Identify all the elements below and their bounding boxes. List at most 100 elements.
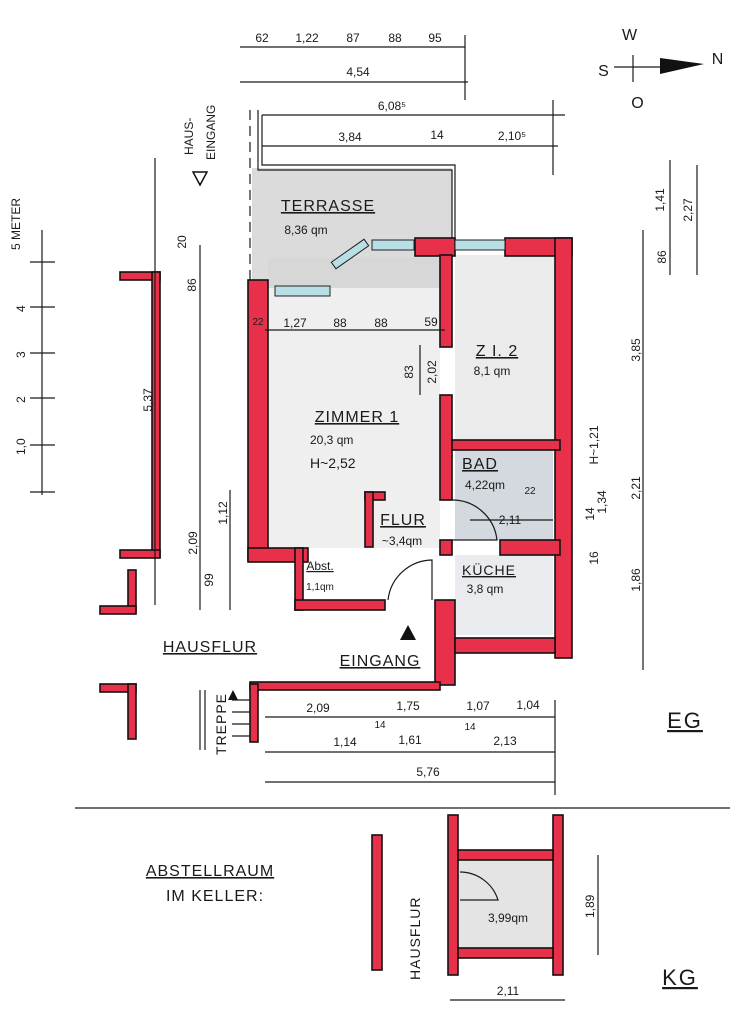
dimension-lines [154, 35, 698, 795]
dim-label: 3,85 [629, 338, 643, 362]
dim-label: 14 [464, 722, 476, 733]
dim-label: 5,76 [416, 765, 440, 779]
window [454, 239, 506, 251]
dim-label: 1,12 [216, 501, 230, 525]
window [371, 239, 415, 251]
dim-label: 16 [587, 551, 601, 565]
dim-label: 1,41 [653, 188, 667, 212]
scale-tick: 2 [14, 396, 28, 403]
zimmer1-floor [268, 258, 440, 548]
room-area-kueche: 3,8 qm [467, 582, 504, 596]
keller-area: 3,99qm [488, 911, 528, 925]
dim-label: 88 [388, 31, 402, 45]
dim-label: 1,61 [398, 733, 422, 747]
dim-label: 88 [374, 316, 388, 330]
walls-eg [99, 237, 573, 743]
room-name-terrasse: TERRASSE [281, 198, 375, 215]
floor-label-kg: KG [662, 965, 698, 990]
kueche-floor [455, 555, 553, 635]
dim-label: 1,34 [595, 490, 609, 514]
room-name-zimmer1: ZIMMER 1 [315, 409, 399, 426]
dim-label: 86 [185, 278, 199, 292]
dimensions: 62 1,22 87 88 95 4,54 6,08⁵ 3,84 14 2,10… [141, 31, 695, 779]
dim-label: 86 [655, 250, 669, 264]
label-eingang: EINGANG [340, 653, 421, 670]
entrance-arrow-icon [191, 171, 209, 187]
label-hausflur: HAUSFLUR [163, 639, 257, 656]
room-area-zimmer2: 8,1 qm [474, 364, 511, 378]
scale-tick: 3 [14, 351, 28, 358]
entrance-triangle-icon [400, 625, 416, 640]
dim-label: 2,09 [306, 701, 330, 715]
dim-label: 99 [202, 573, 216, 587]
house-entrance-label: EINGANG [204, 105, 218, 160]
dim-label: 2,27 [681, 198, 695, 222]
dim-label: 1,04 [516, 698, 540, 712]
dim-label: 2,21 [629, 476, 643, 500]
compass-west: W [622, 27, 638, 44]
compass-south: S [598, 63, 610, 80]
dim-label: 2,09 [186, 531, 200, 555]
compass: W S N O [598, 27, 725, 112]
house-entrance-marker: HAUS- EINGANG [182, 105, 218, 187]
dim-label: 2,11 [499, 513, 522, 527]
keller-height-dim: 1,89 [583, 894, 597, 918]
scale-unit: 5 METER [9, 198, 23, 250]
keller-hausflur: HAUSFLUR [407, 897, 423, 980]
compass-east: O [631, 95, 644, 112]
dim-label: 2,13 [493, 734, 517, 748]
door-entrance [387, 559, 433, 601]
terrace-floor [252, 168, 452, 288]
room-name-bad: BAD [462, 456, 498, 473]
dim-label: 1,86 [629, 568, 643, 592]
room-labels: TERRASSE 8,36 qm ZIMMER 1 20,3 qm H~2,52… [163, 198, 703, 755]
dim-label: 14 [430, 128, 444, 142]
dim-label: 3,84 [338, 130, 362, 144]
keller-subtitle: IM KELLER: [166, 888, 264, 905]
window [274, 285, 331, 297]
room-name-abst: Abst. [306, 559, 333, 573]
floor-label-eg: EG [667, 708, 703, 733]
room-height-zimmer1: H~2,52 [310, 455, 356, 471]
dim-label: 1,14 [333, 735, 357, 749]
stair-arrow-icon [228, 690, 238, 700]
dim-label: 14 [374, 720, 386, 731]
dim-label: 1,07 [466, 699, 490, 713]
keller-width-dim: 2,11 [497, 984, 520, 998]
dim-label: 1,27 [283, 316, 307, 330]
staircase [199, 690, 250, 750]
room-area-terrasse: 8,36 qm [284, 223, 327, 237]
dim-label: 20 [175, 235, 189, 249]
dim-label: 2,10⁵ [498, 129, 526, 143]
dim-label: 22 [524, 486, 536, 497]
dim-label: 1,22 [295, 31, 319, 45]
room-name-kueche: KÜCHE [462, 561, 516, 578]
dim-label: 62 [255, 31, 269, 45]
room-area-flur: ~3,4qm [382, 534, 422, 548]
room-area-abst: 1,1qm [306, 582, 334, 593]
dim-label: 87 [346, 31, 360, 45]
dim-label: 6,08⁵ [378, 99, 406, 113]
dim-label: 5,37 [141, 388, 155, 412]
dim-label: 14 [583, 507, 597, 521]
window [330, 238, 370, 270]
keller-plan: ABSTELLRAUM IM KELLER: HAUSFLUR 3,99qm 1… [146, 814, 698, 1001]
scale-tick: 4 [14, 305, 28, 312]
compass-north: N [712, 51, 725, 68]
dim-label: 59 [424, 315, 438, 329]
room-area-bad: 4,22qm [465, 478, 505, 492]
dim-label: 2,02 [425, 360, 439, 384]
room-name-zimmer2: Z I. 2 [476, 343, 518, 360]
dim-label: 95 [428, 31, 442, 45]
scale-bar: 5 METER 1,0 2 3 4 [9, 198, 55, 495]
dim-label: H~1,21 [587, 425, 601, 464]
north-arrow-icon [660, 58, 704, 74]
dim-label: 88 [333, 316, 347, 330]
dim-label: 22 [252, 317, 264, 328]
dim-label: 83 [402, 365, 416, 379]
label-treppe: TREPPE [213, 693, 229, 755]
scale-tick: 1,0 [14, 438, 28, 455]
zimmer2-floor [455, 255, 555, 440]
door-bad [451, 499, 498, 541]
